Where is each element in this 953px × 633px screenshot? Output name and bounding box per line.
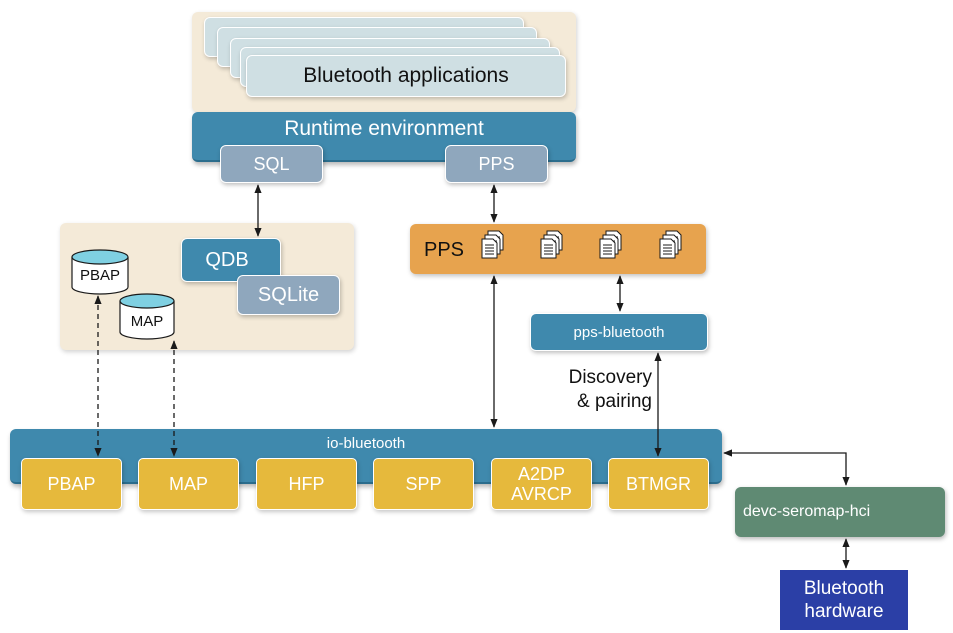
profile-map: MAP: [138, 458, 239, 510]
runtime-environment-title: Runtime environment: [284, 117, 484, 140]
pps-store-text: PPS: [423, 238, 465, 261]
pbap-database-label: PBAP: [72, 264, 128, 286]
sql-box: SQL: [220, 145, 323, 183]
profile-btmgr-label: BTMGR: [626, 474, 691, 494]
profile-hfp: HFP: [256, 458, 357, 510]
profile-a2dp-avrcp: A2DP AVRCP: [491, 458, 592, 510]
hardware-line2: hardware: [804, 601, 884, 622]
profile-hfp-label: HFP: [288, 474, 325, 494]
profile-btmgr: BTMGR: [608, 458, 709, 510]
sql-label: SQL: [253, 153, 290, 174]
io-bluetooth-driver-arrow: [723, 449, 850, 486]
profile-pbap-label: PBAP: [47, 474, 96, 494]
devc-seromap-hci-label: devc-seromap-hci: [743, 503, 871, 520]
profile-map-label: MAP: [168, 474, 208, 494]
discovery-line: Discovery: [568, 367, 652, 388]
devc-seromap-hci-box: devc-seromap-hci: [735, 487, 945, 537]
discovery-pairing-label: Discovery & pairing: [532, 366, 652, 414]
bluetooth-applications-label: Bluetooth applications: [303, 64, 509, 87]
bluetooth-hardware-box: Bluetooth hardware: [780, 570, 908, 630]
runtime-pps-label: PPS: [478, 153, 515, 174]
profile-pbap: PBAP: [21, 458, 122, 510]
io-bluetooth-title: io-bluetooth: [326, 434, 406, 452]
runtime-pps-box: PPS: [445, 145, 548, 183]
sqlite-label: SQLite: [257, 283, 320, 306]
pbap-database-text: PBAP: [79, 266, 121, 284]
profile-spp-label: SPP: [405, 474, 442, 494]
pps-bluetooth-box: pps-bluetooth: [530, 313, 708, 351]
pps-bluetooth-label: pps-bluetooth: [573, 323, 665, 341]
qdb-box: QDB: [181, 238, 281, 282]
bluetooth-applications-card: Bluetooth applications: [246, 55, 566, 97]
profile-a2dp-label: A2DP: [517, 464, 566, 484]
profile-spp: SPP: [373, 458, 474, 510]
qdb-label: QDB: [205, 248, 249, 271]
pairing-line: & pairing: [577, 391, 652, 412]
profile-avrcp-label: AVRCP: [511, 484, 572, 504]
pps-store-label: PPS: [420, 236, 468, 264]
map-database-text: MAP: [130, 312, 164, 330]
io-bluetooth-bar: io-bluetooth: [10, 429, 722, 484]
map-database-label: MAP: [120, 310, 174, 332]
hardware-line1: Bluetooth: [803, 578, 885, 599]
sqlite-box: SQLite: [237, 275, 340, 315]
